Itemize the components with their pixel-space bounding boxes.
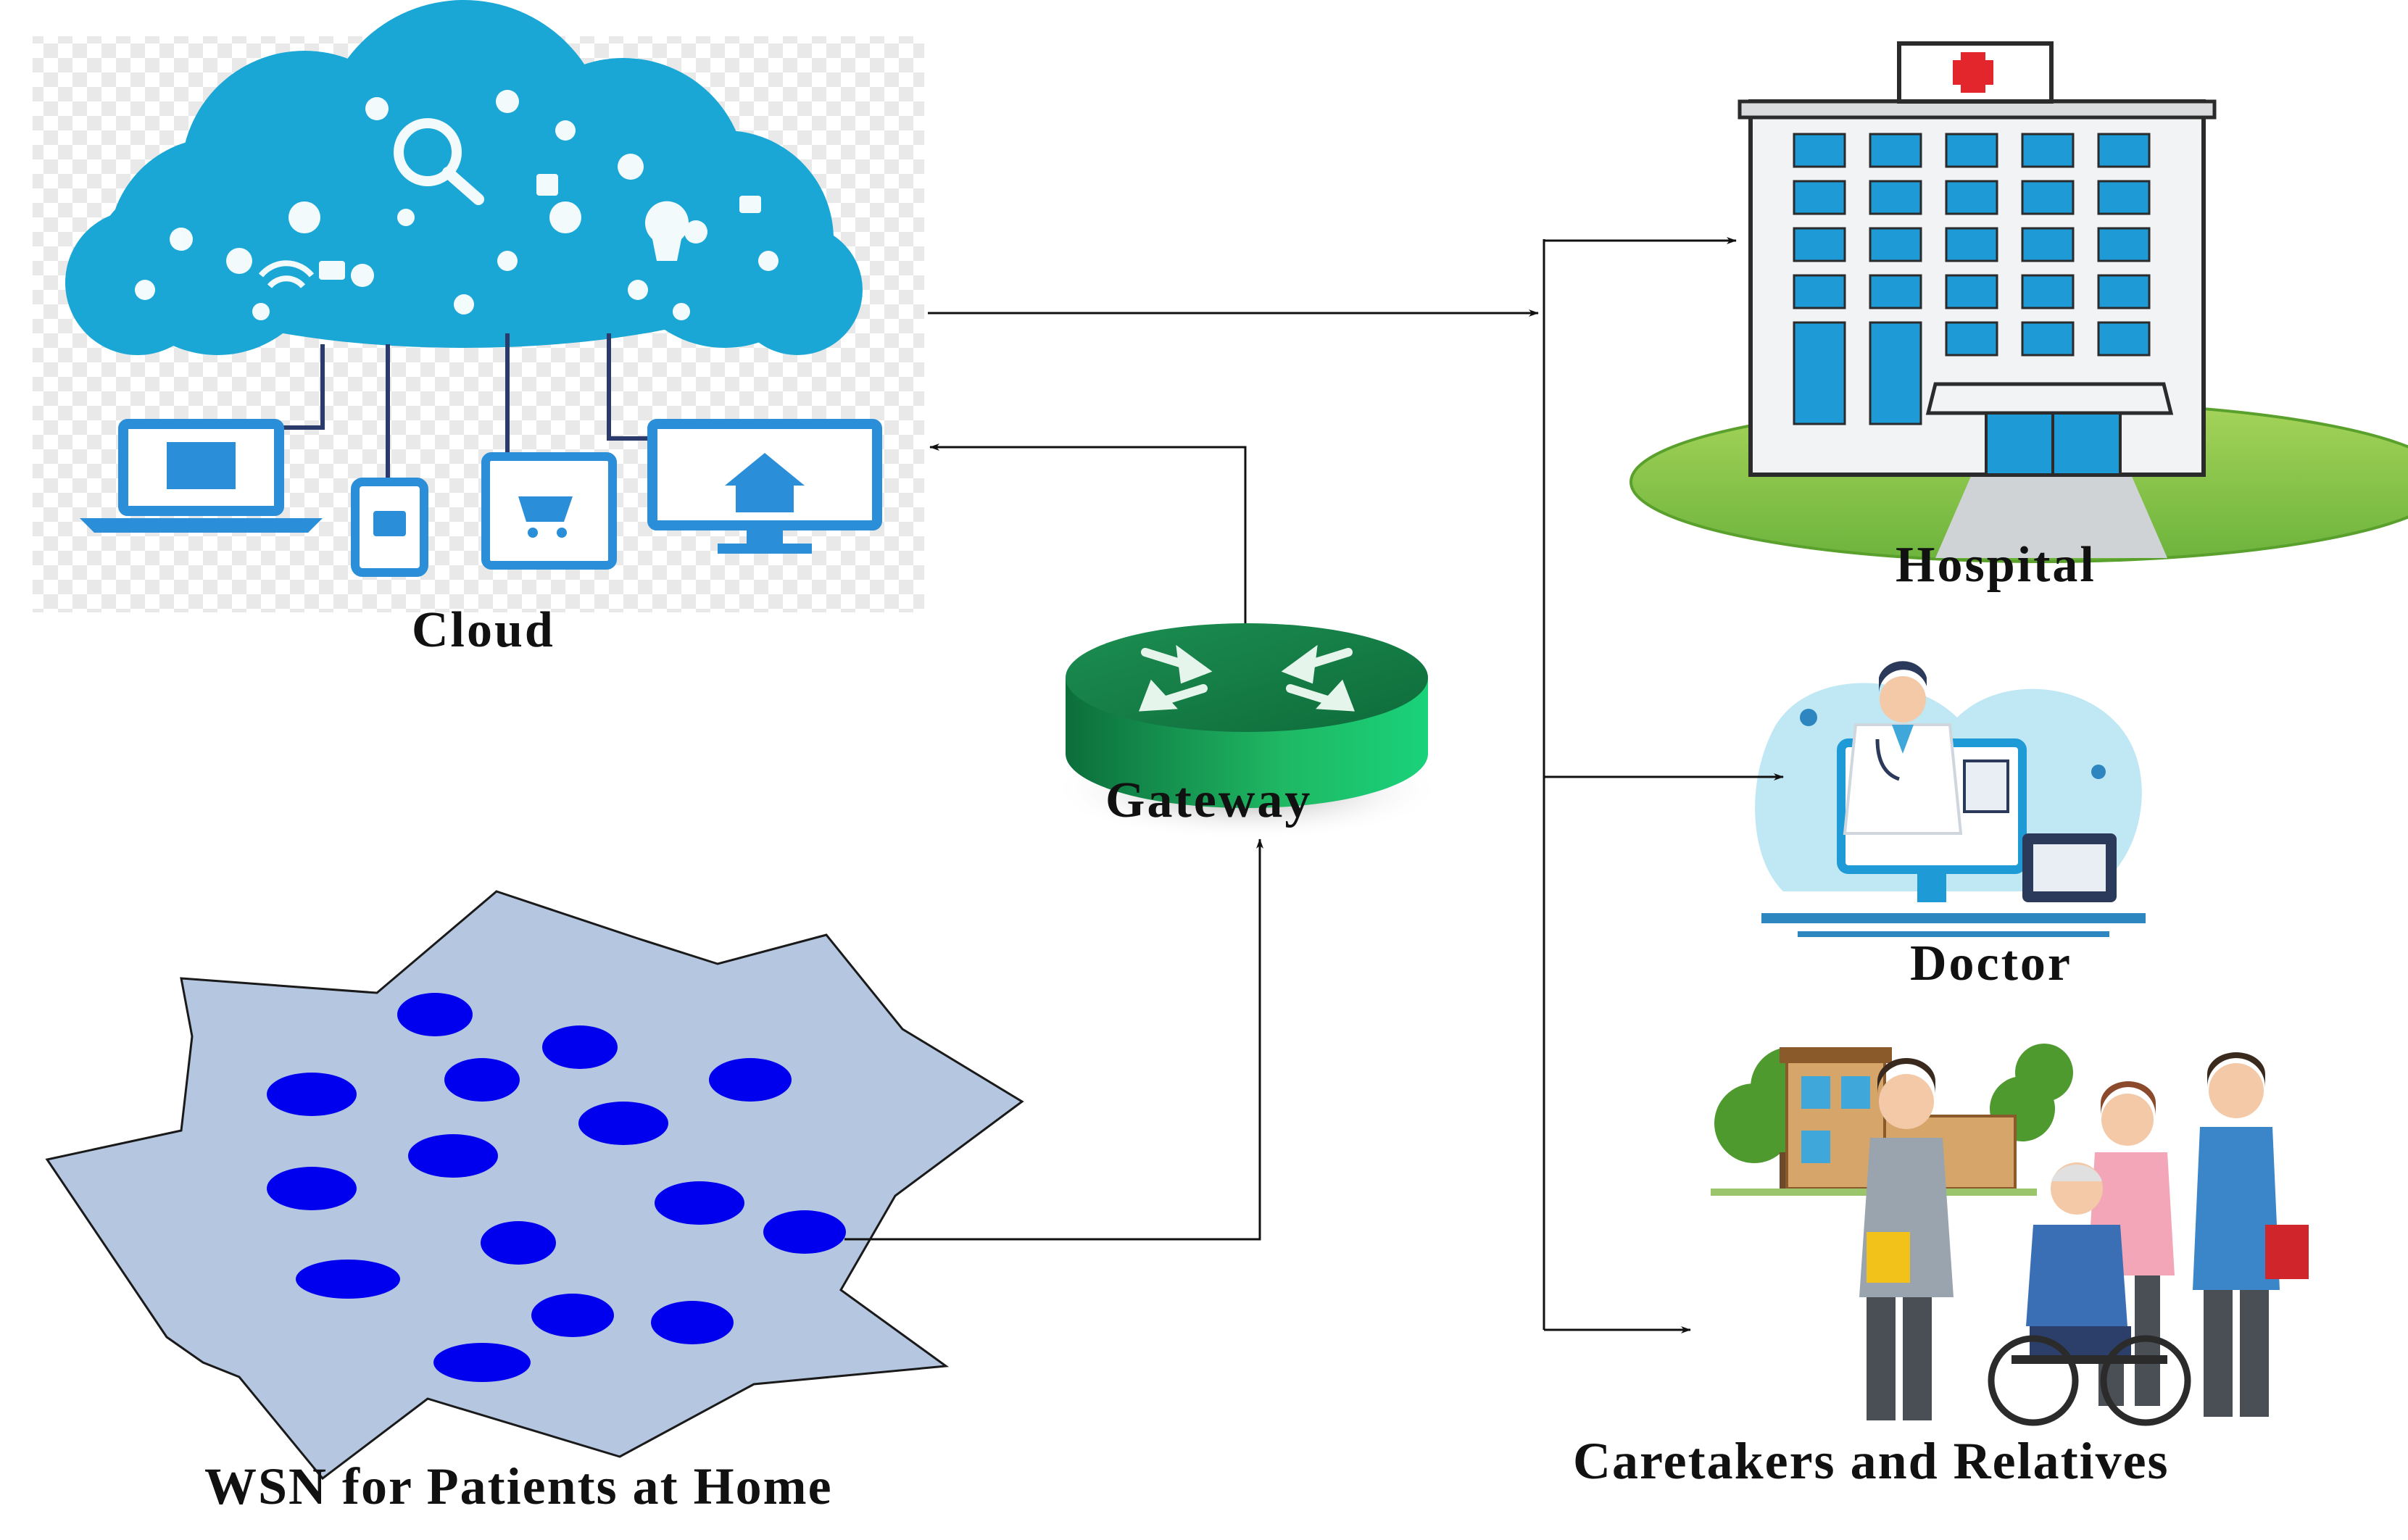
hospital-label: Hospital <box>1896 537 2096 593</box>
caretakers-label: Caretakers and Relatives <box>1573 1432 2170 1490</box>
router-icon <box>1051 623 1442 841</box>
cloud-network-icon <box>33 0 924 612</box>
sensor-network-icon <box>45 890 1024 1481</box>
gateway-label: Gateway <box>1105 773 1313 828</box>
cloud-label: Cloud <box>412 602 555 658</box>
hospital-building-icon <box>1629 41 2408 563</box>
doctor-label: Doctor <box>1910 936 2073 991</box>
telemedicine-doctor-icon <box>1755 661 2146 937</box>
caretakers-family-icon <box>1711 1044 2309 1426</box>
connector-lines <box>844 237 1784 1333</box>
wsn-label: WSN for Patients at Home <box>204 1457 833 1515</box>
